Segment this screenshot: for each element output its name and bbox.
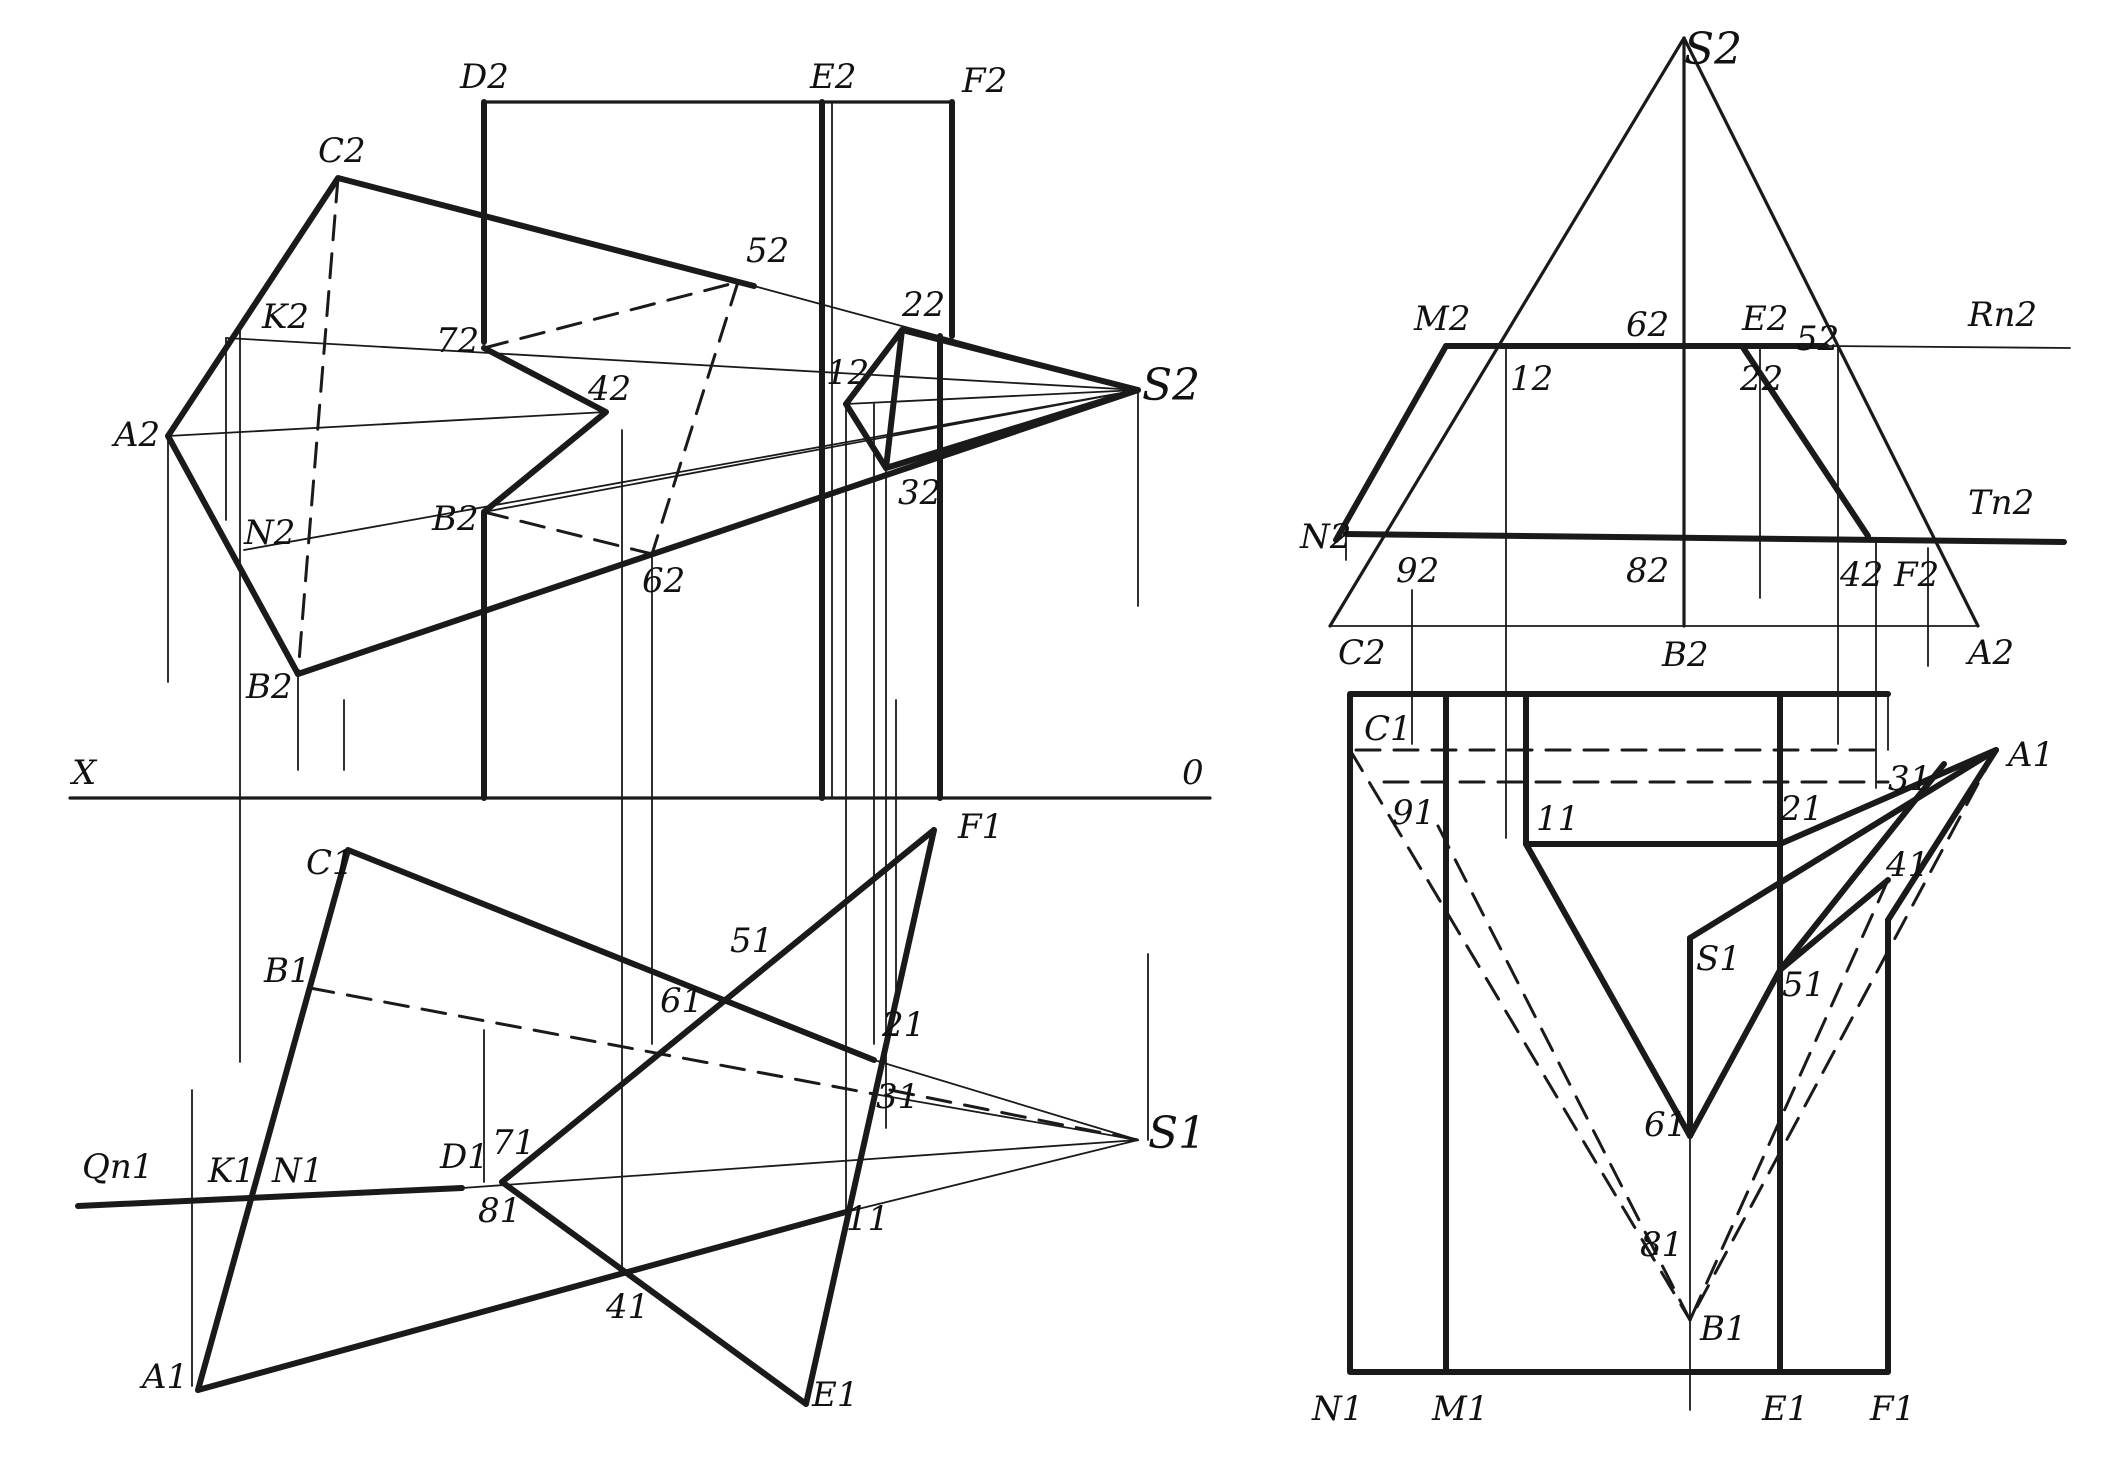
label-3-1-right: 31 [1888,759,1931,799]
label-N2: N2 [243,513,295,553]
right-view: S2 M2 62 E2 52 Rп2 12 22 N2 Tп2 92 82 42… [1299,24,2071,1429]
label-5-1-right: 51 [1782,965,1825,1005]
right-upper-figure [1328,36,2071,839]
label-D2: D2 [459,57,509,97]
label-S2: S2 [1142,360,1200,411]
label-F1: F1 [957,807,1003,847]
axis-zero-label: 0 [1182,753,1204,793]
label-E2: E2 [809,57,856,97]
left-view: X 0 [68,57,1212,1415]
label-8-1: 81 [478,1191,521,1231]
label-C2: C2 [318,131,366,171]
label-6-2-right: 62 [1626,305,1669,345]
label-2-2: 22 [901,285,945,325]
left-upper-prism [481,99,955,801]
axis-x-label: X [69,753,98,793]
label-3-1: 31 [876,1077,919,1117]
right-lower-figure [1347,691,1999,1411]
label-B1-right: B1 [1699,1309,1747,1349]
label-E1: E1 [811,1375,858,1415]
label-B2-right: B2 [1661,635,1709,675]
label-B2-mid: B2 [431,499,479,539]
label-4-1: 41 [605,1287,649,1327]
label-B2: B2 [245,667,293,707]
label-S1: S1 [1148,1108,1206,1159]
label-4-1-right: 41 [1885,845,1929,885]
label-F2-right: F2 [1893,555,1939,595]
label-N1-right: N1 [1311,1389,1363,1429]
label-2-1: 21 [881,1005,925,1045]
label-2-2-right: 22 [1739,359,1783,399]
label-S1-right: S1 [1696,939,1741,979]
label-4-2-right: 42 [1839,555,1883,595]
label-K2: K2 [261,297,309,337]
label-K1: K1 [207,1151,255,1191]
label-8-1-right: 81 [1640,1225,1683,1265]
label-M1-right: M1 [1431,1389,1488,1429]
label-C2-right: C2 [1338,633,1386,673]
label-A2: A2 [111,415,160,455]
label-C1: C1 [306,843,354,883]
label-7-1: 71 [492,1123,535,1163]
label-5-1: 51 [730,921,773,961]
label-1-1: 11 [846,1199,889,1239]
label-F2: F2 [961,61,1007,101]
label-6-1-right: 61 [1644,1105,1687,1145]
label-7-2: 72 [436,321,479,361]
label-A2-right: A2 [1965,633,2014,673]
label-T: Tп2 [1968,483,2034,523]
label-9-2: 92 [1396,551,1439,591]
label-E2-right: E2 [1741,299,1788,339]
label-4-2: 42 [587,369,631,409]
label-5-2-right: 52 [1796,319,1839,359]
label-1-2: 12 [826,353,869,393]
label-M2: M2 [1413,299,1470,339]
label-A1: A1 [139,1357,188,1397]
label-2-1-right: 21 [1779,789,1823,829]
label-9-1: 91 [1392,793,1435,833]
label-N2-right: N2 [1299,517,1351,557]
label-R: Rп2 [1967,295,2037,335]
label-6-1: 61 [660,981,703,1021]
label-8-2: 82 [1626,551,1669,591]
left-lower-figure [75,827,1149,1407]
label-A1-right: A1 [2005,735,2054,775]
label-B1: B1 [263,951,311,991]
label-E1-right: E1 [1761,1389,1808,1429]
label-F1-right: F1 [1869,1389,1915,1429]
left-upper-pyramid [165,175,1141,1269]
label-S2-right: S2 [1684,24,1742,75]
label-Q: Qп1 [82,1147,153,1187]
label-1-1-right: 11 [1536,799,1579,839]
label-C1-right: C1 [1364,709,1412,749]
label-3-2: 32 [898,473,941,513]
label-6-2: 62 [642,561,685,601]
label-5-2: 52 [746,231,789,271]
label-D1: D1 [439,1137,489,1177]
label-N1: N1 [271,1151,323,1191]
label-1-2-right: 12 [1510,359,1553,399]
